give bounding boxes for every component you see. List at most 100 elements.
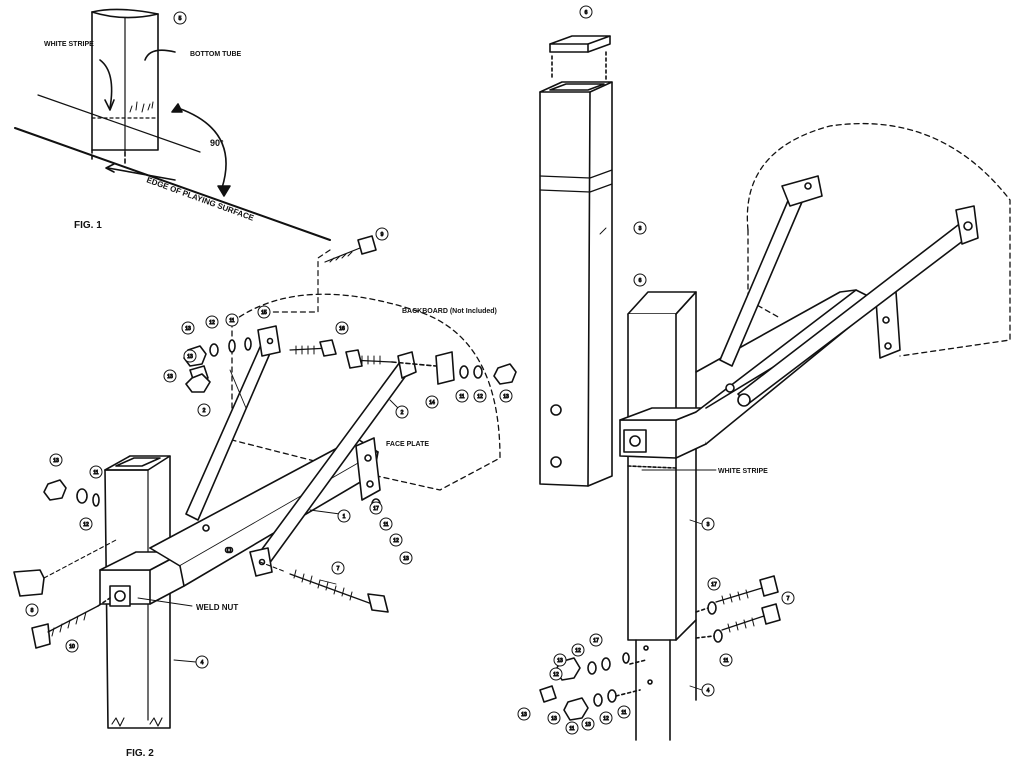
brace-right-fig2 <box>253 361 411 569</box>
callout-post-4-fig2: 4 <box>195 655 209 669</box>
callout-text-cap-top: 6 <box>585 10 588 16</box>
edge-arrow <box>107 167 176 181</box>
callout-text-bolt-9: 9 <box>381 232 384 238</box>
edge-line-upper <box>37 94 201 153</box>
callout-r-12c: 12 <box>549 667 563 681</box>
callout-upper-tube: 3 <box>633 221 647 235</box>
callout-r-17: 17 <box>589 633 603 647</box>
callout-r-12a: 12 <box>571 643 585 657</box>
callout-text-bracket-15: 15 <box>261 310 267 316</box>
callout-text-wash-11b: 11 <box>229 318 234 324</box>
stripe-arrow <box>99 59 113 109</box>
callout-text-fp-12: 12 <box>393 538 399 544</box>
callout-post-lower: 4 <box>701 683 715 697</box>
callout-text-washer-12a: 12 <box>83 522 89 528</box>
callout-fp-17: 17 <box>369 501 383 515</box>
callout-text-r-17b: 17 <box>711 582 717 588</box>
callout-text-brace-left: 2 <box>203 408 206 414</box>
callout-text-plate-14: 14 <box>429 400 435 406</box>
callout-bolt-9: 9 <box>375 227 389 241</box>
bottom-tube-label: BOTTOM TUBE <box>190 51 242 58</box>
callout-text-nut-13b: 13 <box>185 326 191 332</box>
callout-text-r-13d: 13 <box>551 716 557 722</box>
callout-cap-top: 6 <box>579 5 593 19</box>
fig1-label: FIG. 1 <box>74 220 102 231</box>
callout-text-r-13a: 13 <box>557 658 563 664</box>
fig2-group <box>13 235 517 729</box>
callout-text-washer-11a: 11 <box>93 470 98 476</box>
callout-wash-12c: 12 <box>473 389 487 403</box>
callout-text-r-11c: 11 <box>723 658 728 664</box>
callout-text-bolt-7: 7 <box>337 566 340 572</box>
angle-label: 90° <box>210 138 224 148</box>
callout-text-bottom-tube: 5 <box>179 16 182 22</box>
callout-arm: 1 <box>337 509 351 523</box>
callout-bolt-10: 10 <box>65 639 79 653</box>
callout-text-bolt-10: 10 <box>69 644 75 650</box>
backboard-label: BACKBOARD (Not Included) <box>402 308 497 315</box>
callout-wash-11b: 11 <box>225 313 239 327</box>
callout-brace-right: 2 <box>395 405 409 419</box>
callout-r-13c: 13 <box>517 707 531 721</box>
bolt-10 <box>31 623 51 649</box>
callout-cap-post: 6 <box>633 273 647 287</box>
callout-nut-13e: 13 <box>499 389 513 403</box>
callout-fp-13: 13 <box>399 551 413 565</box>
callout-text-fp-11: 11 <box>383 522 388 528</box>
callout-r-11b: 11 <box>565 721 579 735</box>
callout-text-nut-13a: 13 <box>53 458 59 464</box>
fig3-group <box>539 35 1011 741</box>
callout-text-r-17: 17 <box>593 638 599 644</box>
washer-12-left <box>76 488 88 504</box>
white-stripe-label-fig1: WHITE STRIPE <box>44 41 94 48</box>
callout-text-arm: 1 <box>343 514 346 520</box>
callout-text-r-11: 11 <box>621 710 626 716</box>
callout-bracket-15: 15 <box>257 305 271 319</box>
stripe-arrow-head <box>104 99 115 111</box>
callout-text-bolt-7-fig3: 7 <box>787 596 790 602</box>
bolt-9 <box>357 235 377 255</box>
callout-r-13a: 13 <box>553 653 567 667</box>
nut-13-left <box>43 479 67 501</box>
angle-arrow-top <box>171 103 183 113</box>
weld-nut-label: WELD NUT <box>196 603 238 612</box>
callout-bolt-7: 7 <box>331 561 345 575</box>
backboard-outline-fig2 <box>231 293 501 491</box>
callout-text-cap-post: 6 <box>639 278 642 284</box>
angle-arc <box>177 107 227 189</box>
callout-text-bolt-16: 16 <box>339 326 345 332</box>
callout-nut-13b: 13 <box>181 321 195 335</box>
callout-text-r-12b: 12 <box>603 716 609 722</box>
face-plate-label: FACE PLATE <box>386 441 429 448</box>
fig2-label: FIG. 2 <box>126 748 154 759</box>
callout-text-post-lower: 4 <box>707 688 710 694</box>
callout-text-brace-right: 2 <box>401 410 404 416</box>
callout-washer-11a: 11 <box>89 465 103 479</box>
callout-bolt-7-fig3: 7 <box>781 591 795 605</box>
callout-post-upper: 3 <box>701 517 715 531</box>
callout-brace-left: 2 <box>197 403 211 417</box>
callout-r-13b: 13 <box>581 717 595 731</box>
callout-r-17b: 17 <box>707 577 721 591</box>
white-stripe-label-fig3: WHITE STRIPE <box>718 468 768 475</box>
callout-r-11c: 11 <box>719 653 733 667</box>
callout-fp-12: 12 <box>389 533 403 547</box>
callout-text-wash-12b: 12 <box>209 320 215 326</box>
callout-r-11: 11 <box>617 705 631 719</box>
callouts: 5 6 3 6 3 4 9 2 2 1 7 10 16 7 4 8 13 12 … <box>25 5 795 735</box>
callout-text-post-upper: 3 <box>707 522 710 528</box>
callout-text-r-12c: 12 <box>553 672 559 678</box>
bolt-7 <box>367 593 389 613</box>
bottom-tube-leader <box>144 49 176 61</box>
cap-6-top <box>549 35 611 45</box>
callout-text-nut-13d: 13 <box>167 374 173 380</box>
callout-nut-13d: 13 <box>163 369 177 383</box>
post-upper-fig3 <box>627 313 677 641</box>
callout-text-fp-17: 17 <box>373 506 379 512</box>
callout-text-upper-tube: 3 <box>639 226 642 232</box>
callout-fp-11: 11 <box>379 517 393 531</box>
callout-text-cap-8: 8 <box>31 608 34 614</box>
edge-line <box>14 127 331 241</box>
